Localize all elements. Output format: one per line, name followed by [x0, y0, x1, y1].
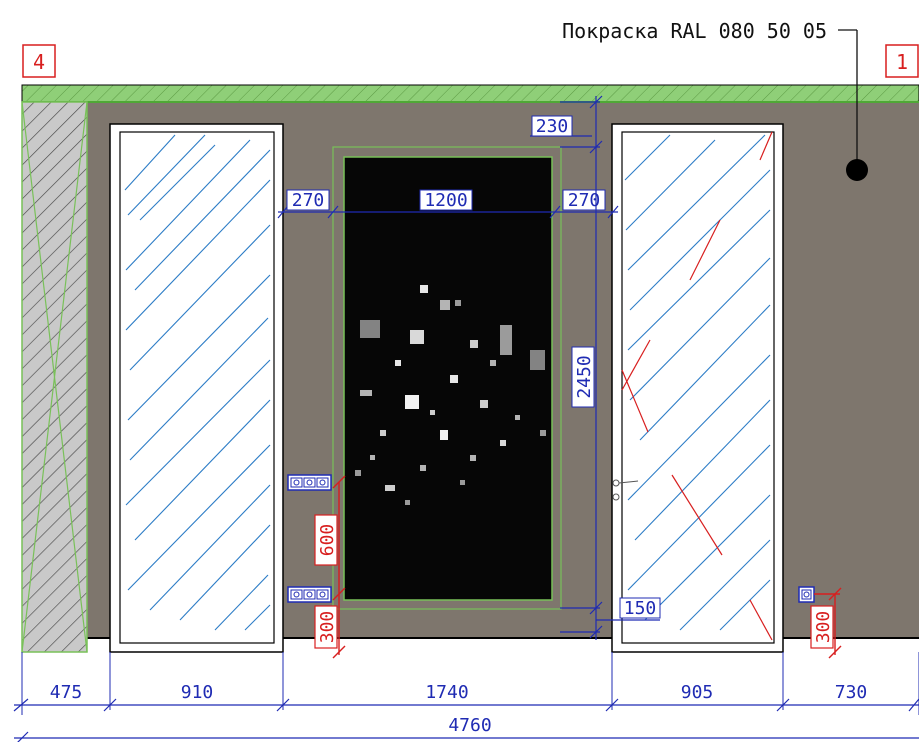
seg1-dim-text: 475	[50, 682, 83, 703]
right-door	[611, 123, 784, 653]
marker-right-box	[885, 44, 919, 78]
single-socket-icon	[798, 586, 815, 603]
door-handle-icon	[612, 479, 639, 501]
seg4-dim-text: 905	[681, 682, 714, 703]
seg3-dim-text: 1740	[425, 682, 468, 703]
marker-left-box	[22, 44, 56, 78]
socket-upper-dim-text: 600	[317, 524, 338, 557]
paint-note-text: Покраска RAL 080 50 05	[562, 19, 827, 43]
left-door	[109, 123, 284, 653]
seg2-dim-text: 910	[181, 682, 214, 703]
total-dim-text: 4760	[448, 715, 491, 736]
socket-right-dim-text: 300	[813, 611, 834, 644]
right-gap-dim-text: 270	[568, 190, 601, 211]
marker-left-text: 4	[33, 50, 45, 74]
socket-block-upper	[287, 474, 332, 491]
socket-block-lower	[287, 586, 332, 603]
tv-width-dim-text: 1200	[424, 190, 467, 211]
paint-note-leader	[838, 29, 868, 181]
bottom-dims	[13, 652, 919, 742]
left-gap-dim-text: 270	[292, 190, 325, 211]
tv-panel	[332, 146, 562, 610]
height-dim-text: 2450	[574, 355, 595, 398]
tv-height-dims	[530, 95, 661, 640]
note-dot-icon	[846, 159, 868, 181]
seg5-dim-text: 730	[835, 682, 868, 703]
bottom-offset-dim-text: 150	[624, 598, 657, 619]
tv-width-dims	[277, 189, 619, 219]
socket-dims	[314, 475, 842, 659]
top-offset-dim-text: 230	[536, 116, 569, 137]
socket-lower-dim-text: 300	[317, 611, 338, 644]
ceiling-strip	[21, 84, 919, 103]
marker-right-text: 1	[896, 50, 908, 74]
